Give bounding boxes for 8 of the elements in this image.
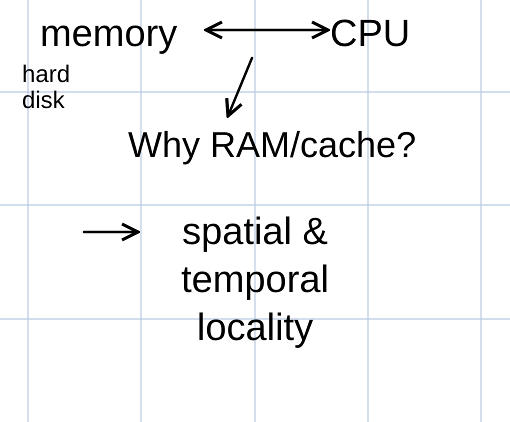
arrow (225, 56, 254, 118)
handwritten-note: hard disk (22, 62, 72, 114)
handwritten-note: Why RAM/cache? (128, 123, 416, 167)
handwritten-note: CPU (330, 12, 410, 57)
arrow (82, 222, 140, 242)
handwritten-note: spatial & temporal locality (180, 210, 330, 351)
handwritten-note: memory (40, 12, 178, 57)
arrow (204, 20, 330, 40)
